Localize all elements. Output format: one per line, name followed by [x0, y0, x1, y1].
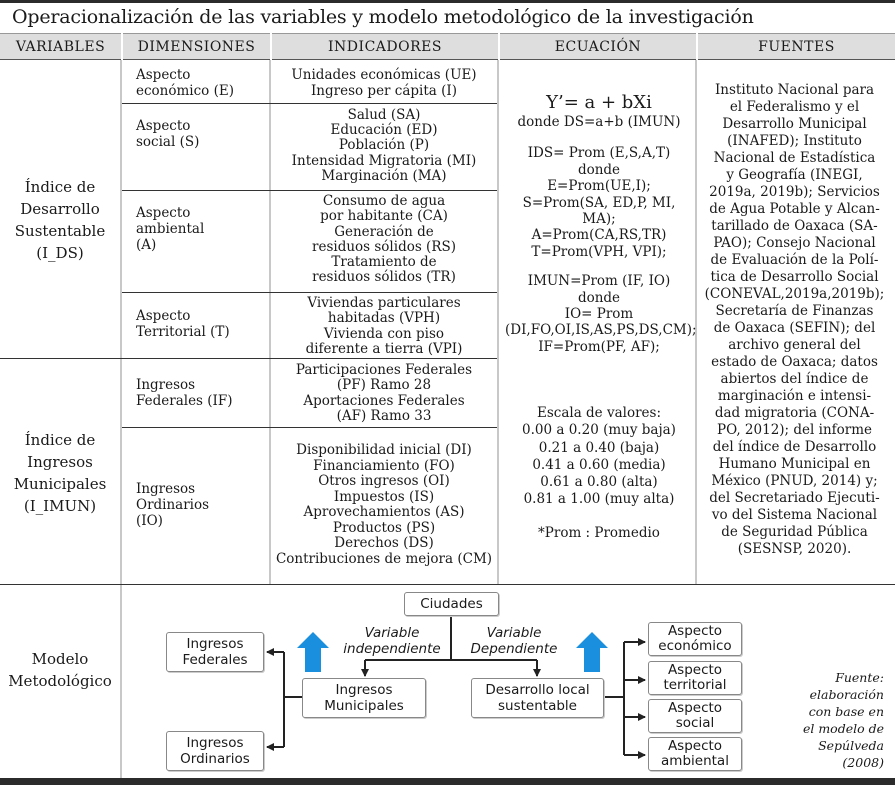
source-line: dad migratoria (CONA-: [714, 405, 875, 421]
header-dimensiones: DIMENSIONES: [123, 33, 270, 60]
row-divider: [122, 190, 497, 191]
row-divider: [122, 292, 497, 293]
source-line: abiertos del índice de: [720, 371, 869, 387]
source-line: 2019a, 2019b); Servicios: [709, 184, 880, 200]
source-line: tica de Desarrollo Social: [710, 269, 879, 285]
source-line: de Seguridad Pública: [721, 524, 868, 540]
source-line: estado de Oaxaca; datos: [711, 354, 878, 370]
column-divider: [497, 60, 499, 584]
bottom-rule: [0, 778, 895, 785]
header-ecuacion: ECUACIÓN: [500, 33, 696, 60]
source-line: (SESNSP, 2020).: [737, 541, 852, 557]
arrow-up-right-icon: [576, 632, 608, 672]
source-line: vo del Sistema Nacional: [711, 507, 878, 523]
indicators-social: Salud (SA)Educación (ED)Población (P)Int…: [291, 107, 477, 184]
source-line: PAO); Consejo Nacional: [713, 235, 876, 251]
row-divider: [122, 427, 497, 428]
source-line: y Geografía (INEGI,: [726, 167, 863, 183]
page-title: Operacionalización de las variables y mo…: [12, 6, 754, 28]
row-divider: [0, 584, 895, 585]
equation-scale: Escala de valores:0.00 a 0.20 (muy baja)…: [522, 405, 676, 508]
header-fuentes: FUENTES: [698, 33, 895, 60]
source-line: archivo general del: [728, 337, 861, 353]
source-line: México (PNUD, 2014) y;: [711, 473, 878, 489]
row-divider: [122, 103, 497, 104]
source-line: tarillado de Oaxaca (SA-: [711, 218, 878, 234]
source-line: del índice de Desarrollo: [712, 439, 877, 455]
source-line: (CONEVAL,2019a,2019b);: [704, 286, 885, 302]
source-line: Nacional de Estadística: [713, 150, 876, 166]
header-indicadores: INDICADORES: [272, 33, 498, 60]
source-line: Desarrollo Municipal: [722, 116, 867, 132]
top-rule: [0, 0, 895, 3]
source-line: el Federalismo y el: [729, 99, 860, 115]
source-line: de Oaxaca (SEFIN); del: [713, 320, 876, 336]
column-divider: [120, 60, 122, 778]
column-divider: [695, 60, 697, 584]
source-line: de Evaluación de la Polí-: [710, 252, 879, 268]
header-variables: VARIABLES: [0, 33, 121, 60]
source-line: marginación e intensi-: [717, 388, 872, 404]
source-line: Humano Municipal en: [718, 456, 871, 472]
indicators-ingresos-ordinarios: Disponibilidad inicial (DI)Financiamient…: [275, 442, 493, 567]
source-line: del Secretariado Ejecuti-: [709, 490, 880, 506]
column-divider: [269, 60, 271, 584]
row-divider: [0, 358, 497, 359]
equation-note: *Prom : Promedio: [538, 525, 660, 541]
box-ciudades: Ciudades: [404, 592, 499, 616]
source-line: PO, 2012); del informe: [716, 422, 873, 438]
arrow-up-left-icon: [297, 632, 329, 672]
source-line: (INAFED); Instituto: [727, 133, 862, 149]
source-line: Secretaría de Finanzas: [715, 303, 874, 319]
equation-definitions: donde DS=a+b (IMUN) IDS= Prom (E,S,A,T)d…: [505, 114, 697, 355]
indicators-economico: Unidades económicas (UE)Ingreso per cápi…: [291, 67, 477, 99]
source-line: Instituto Nacional para: [714, 82, 875, 98]
equation-main: Y’= a + bXi: [546, 92, 652, 113]
source-line: de Agua Potable y Alcan-: [709, 201, 880, 217]
